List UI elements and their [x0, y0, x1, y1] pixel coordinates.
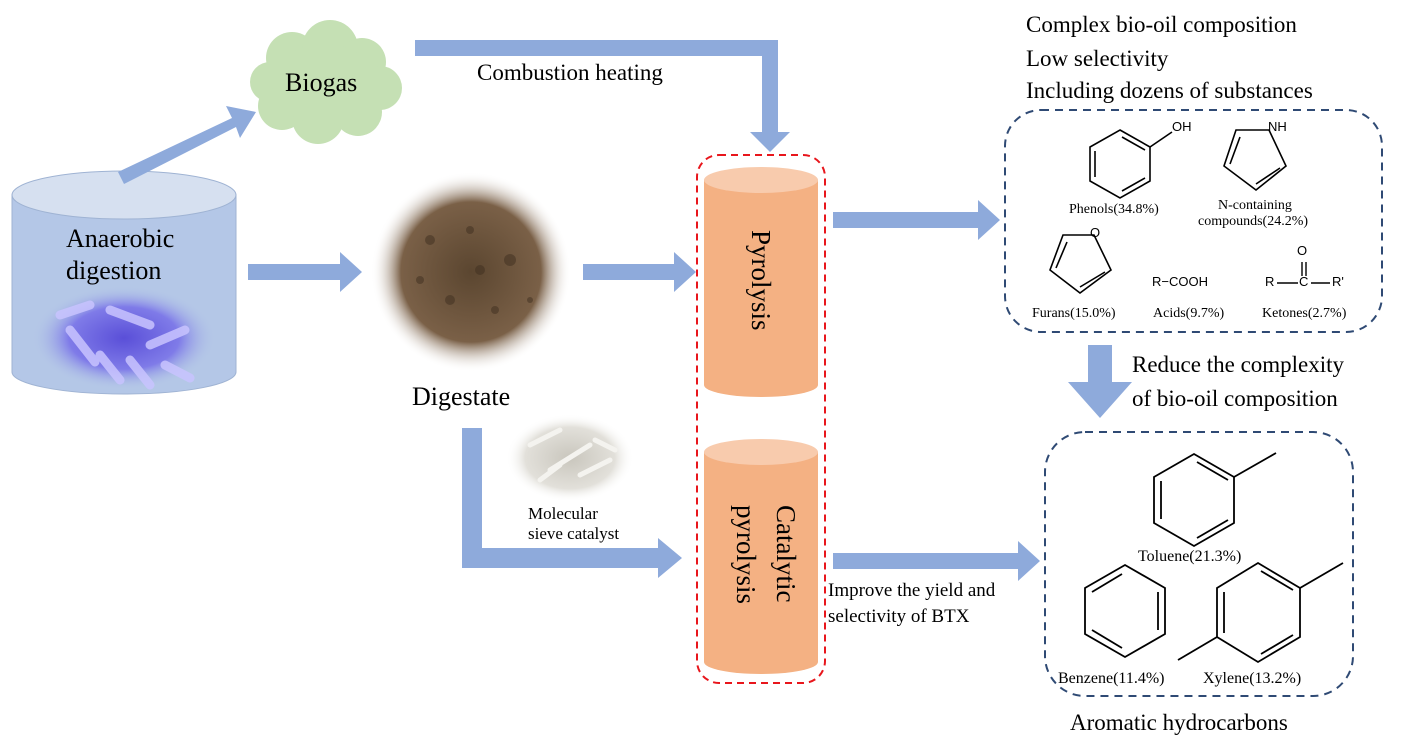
bacteria-rods: [55, 300, 195, 390]
phenol-structure: [1089, 129, 1173, 199]
pyrrole-structure: [1223, 129, 1287, 192]
acid-formula: R−COOH: [1152, 274, 1208, 289]
anaerobic-label-line2: digestion: [66, 256, 162, 285]
digestate-label: Digestate: [412, 382, 511, 411]
biogas-cloud: [250, 20, 402, 144]
aromatics-box: [1044, 431, 1354, 697]
catalyst-label-line1: Molecular: [528, 504, 598, 523]
bio-oil-box: [1004, 109, 1383, 333]
biogas-label: Biogas: [285, 68, 358, 97]
improve-label-line2: selectivity of BTX: [828, 606, 970, 627]
bio-oil-note-3: Including dozens of substances: [1026, 78, 1313, 103]
ketone-c: C: [1299, 274, 1309, 289]
pyrrole-nh-group: NH: [1268, 119, 1287, 134]
catalytic-label-line1: Catalytic: [771, 505, 802, 603]
arrow-to-pyrolysis: [583, 252, 696, 292]
pyrolysis-label: Pyrolysis: [746, 230, 777, 331]
catalytic-pyrolysis-cylinder: [704, 439, 818, 674]
improve-label-line1: Improve the yield and: [828, 580, 996, 601]
catalytic-label-line2: pyrolysis: [731, 505, 762, 605]
phenols-label: Phenols(34.8%): [1069, 202, 1159, 217]
acids-label: Acids(9.7%): [1153, 306, 1225, 321]
benzene-label: Benzene(11.4%): [1058, 670, 1165, 687]
anaerobic-label-line1: Anaerobic: [66, 224, 175, 253]
toluene-structure: [1153, 452, 1277, 548]
arrow-reduce-complexity: [1068, 345, 1132, 418]
benzene-structure: [1084, 563, 1166, 659]
catalyst-label-line2: sieve catalyst: [528, 524, 620, 543]
furan-structure: [1049, 234, 1113, 295]
arrow-to-catalytic-pyrolysis: [462, 428, 682, 578]
bio-oil-note-1: Complex bio-oil composition: [1026, 12, 1297, 37]
ketone-r: R: [1265, 274, 1275, 289]
bio-oil-note-2: Low selectivity: [1026, 46, 1169, 71]
sieve-pellets: [527, 427, 618, 483]
pyrolysis-cylinder: [704, 167, 818, 397]
reduce-label-line2: of bio-oil composition: [1132, 386, 1338, 411]
ketones-label: Ketones(2.7%): [1262, 306, 1347, 321]
aromatic-hydrocarbons-title: Aromatic hydrocarbons: [1070, 710, 1288, 735]
ketone-r2: R': [1332, 274, 1344, 289]
reactor-group-box: [696, 154, 826, 684]
arrow-to-biogas: [118, 106, 256, 184]
arrow-combustion-heating: [415, 40, 790, 152]
arrow-to-aromatics: [833, 541, 1040, 581]
toluene-label: Toluene(21.3%): [1138, 548, 1242, 565]
n-containing-label-line1: N-containing: [1218, 198, 1292, 213]
xylene-structure: [1177, 561, 1344, 664]
combustion-heating-label: Combustion heating: [477, 60, 663, 85]
anaerobic-digester-cylinder: [11, 170, 237, 395]
phenol-oh-group: OH: [1172, 119, 1192, 134]
arrow-to-digestate: [248, 252, 362, 292]
n-containing-label-line2: compounds(24.2%): [1198, 214, 1309, 229]
reduce-label-line1: Reduce the complexity: [1132, 352, 1345, 377]
arrow-to-bio-oil: [833, 200, 1000, 240]
ketone-o-atom: O: [1297, 243, 1308, 258]
furan-o-atom: O: [1090, 225, 1101, 240]
xylene-label: Xylene(13.2%): [1203, 670, 1302, 687]
ketone-structure: [1277, 262, 1330, 284]
furans-label: Furans(15.0%): [1032, 306, 1116, 321]
digestate-texture: [416, 226, 533, 314]
digestate-image: [371, 172, 571, 372]
